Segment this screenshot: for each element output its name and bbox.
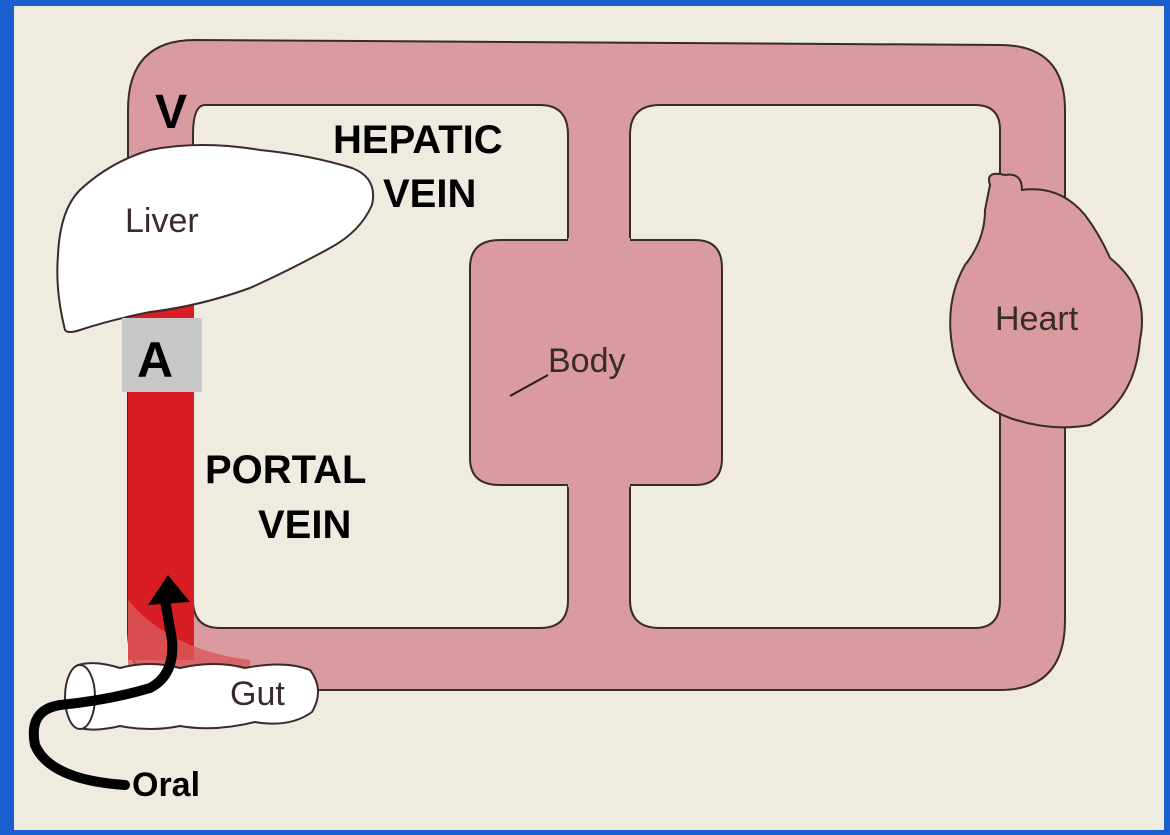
portal-vein-label-line2: VEIN [258, 503, 351, 547]
hepatic-vein-label-line2: VEIN [383, 172, 476, 216]
gut-label: Gut [230, 675, 285, 713]
body-vessel-top [568, 238, 630, 244]
v-marker-label: V [155, 86, 187, 139]
liver-label: Liver [125, 202, 199, 240]
oral-label: Oral [132, 766, 200, 804]
portal-vein-label-line1: PORTAL [205, 448, 366, 492]
a-marker-label: A [137, 332, 173, 388]
hepatic-vein-label-line1: HEPATIC [333, 118, 503, 162]
body-label: Body [548, 342, 626, 380]
body-vessel-bottom [568, 481, 630, 487]
heart-label: Heart [995, 300, 1079, 338]
